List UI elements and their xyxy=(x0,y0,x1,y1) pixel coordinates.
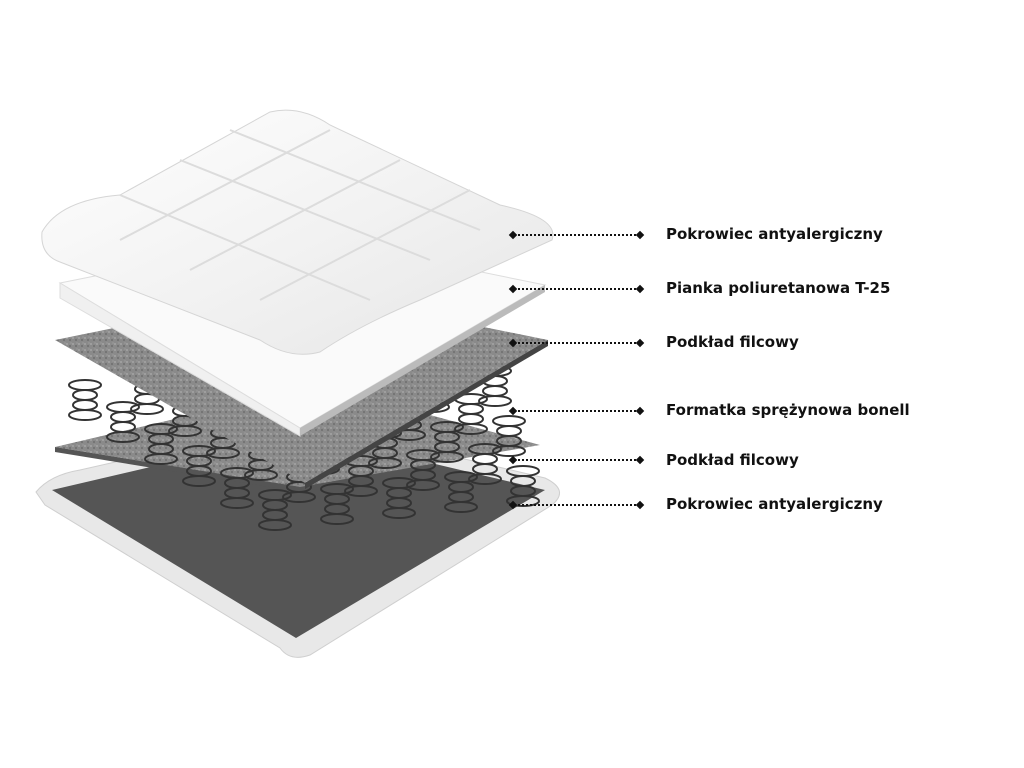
spring-coil xyxy=(382,477,416,519)
spring-coil xyxy=(68,379,102,421)
leader-line xyxy=(508,455,645,465)
layer-label-springs: Formatka sprężynowa bonell xyxy=(666,401,910,419)
leader-line xyxy=(508,406,645,416)
leader-line xyxy=(508,338,645,348)
spring-coil xyxy=(258,489,292,531)
spring-coil xyxy=(106,401,140,443)
spring-coil xyxy=(468,443,502,485)
spring-coil xyxy=(144,423,178,465)
spring-coil xyxy=(506,465,540,507)
spring-coil xyxy=(406,449,440,491)
spring-coil xyxy=(220,467,254,509)
leader-line xyxy=(508,230,645,240)
layer-label-upper-felt: Podkład filcowy xyxy=(666,333,799,351)
spring-coil xyxy=(320,483,354,525)
leader-line xyxy=(508,500,645,510)
layer-label-top-cover: Pokrowiec antyalergiczny xyxy=(666,225,883,243)
spring-coil xyxy=(492,415,526,457)
spring-coil xyxy=(444,471,478,513)
top-cover-layer xyxy=(41,109,554,355)
spring-coil xyxy=(430,421,464,463)
layer-label-lower-felt: Podkład filcowy xyxy=(666,451,799,469)
spring-coil xyxy=(182,445,216,487)
layer-label-foam: Pianka poliuretanowa T-25 xyxy=(666,279,891,297)
leader-line xyxy=(508,284,645,294)
layer-label-bottom-cover: Pokrowiec antyalergiczny xyxy=(666,495,883,513)
